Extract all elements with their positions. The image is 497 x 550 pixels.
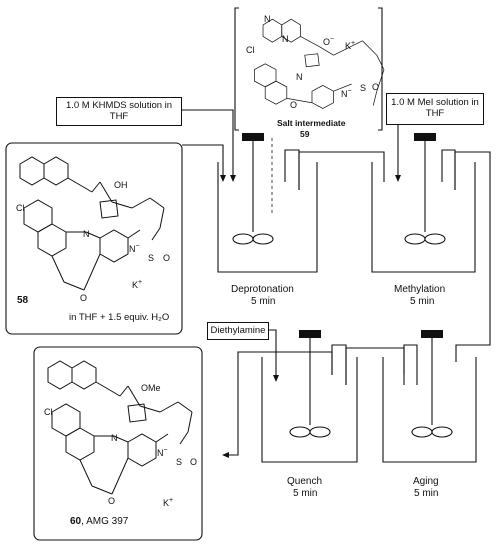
sm-nminus-label: N−: [129, 243, 140, 254]
product-cl-label: Cl: [44, 407, 53, 417]
sm-o-ring-label: O: [80, 293, 88, 303]
molecule-drawings: [19, 18, 385, 495]
product-k-label: K+: [163, 497, 174, 508]
sm-number: 58: [17, 295, 29, 306]
step-aging-label: Aging: [413, 476, 439, 487]
sm-cl-label: Cl: [16, 203, 25, 213]
product-o-label: O: [190, 457, 198, 467]
salt-n-pip-label: N: [264, 14, 271, 24]
reactor-methylation: [371, 133, 476, 273]
step-quench-time: 5 min: [293, 488, 318, 499]
reactor-deprotonation: [217, 133, 318, 273]
step-deprotonation-label: Deprotonation: [231, 284, 294, 295]
salt-n-ring-label: N: [296, 72, 303, 82]
step-quench-label: Quench: [287, 476, 323, 487]
reagent-khmds-label: 1.0 M KHMDS solution in THF: [65, 100, 173, 122]
product-n-label: N: [111, 433, 118, 443]
sm-n-label: N: [83, 229, 90, 239]
salt-n-amine-label: N: [282, 34, 289, 44]
step-aging-time: 5 min: [414, 488, 439, 499]
sm-condition: in THF + 1.5 equiv. H₂O: [69, 312, 170, 323]
sm-s-label: S: [148, 253, 155, 263]
sm-o-label: O: [163, 253, 171, 263]
reagent-mei-box: 1.0 M MeI solution in THF: [386, 93, 484, 125]
salt-k-label: K+: [345, 40, 356, 51]
product-caption: 60, AMG 397: [70, 516, 129, 527]
product-s-label: S: [176, 457, 183, 467]
product-o-ring-label: O: [108, 496, 116, 506]
step-methylation-label: Methylation: [394, 284, 446, 295]
reagent-diethylamine-label: Diethylamine: [210, 325, 266, 336]
reactor-aging: [382, 330, 477, 463]
sm-oh-label: OH: [114, 180, 128, 190]
salt-s-label: S: [360, 83, 367, 93]
salt-oxide-label: O−: [323, 36, 335, 47]
reagent-khmds-box: 1.0 M KHMDS solution in THF: [56, 97, 182, 126]
salt-o-ring-label: O: [290, 100, 298, 110]
salt-o-label: O: [372, 82, 380, 92]
product-ome-label: OMe: [141, 383, 161, 393]
salt-intermediate-title: Salt intermediate: [277, 118, 346, 128]
reagent-mei-label: 1.0 M MeI solution in THF: [391, 97, 479, 119]
sm-k-label: K+: [132, 279, 143, 290]
step-methylation-time: 5 min: [410, 296, 435, 307]
salt-intermediate-number: 59: [300, 129, 310, 139]
product-nminus-label: N−: [157, 447, 168, 458]
salt-nminus-label: N−: [341, 88, 352, 99]
step-deprotonation-time: 5 min: [251, 296, 276, 307]
salt-cl-label: Cl: [246, 45, 255, 55]
reagent-diethylamine-box: Diethylamine: [207, 322, 269, 340]
